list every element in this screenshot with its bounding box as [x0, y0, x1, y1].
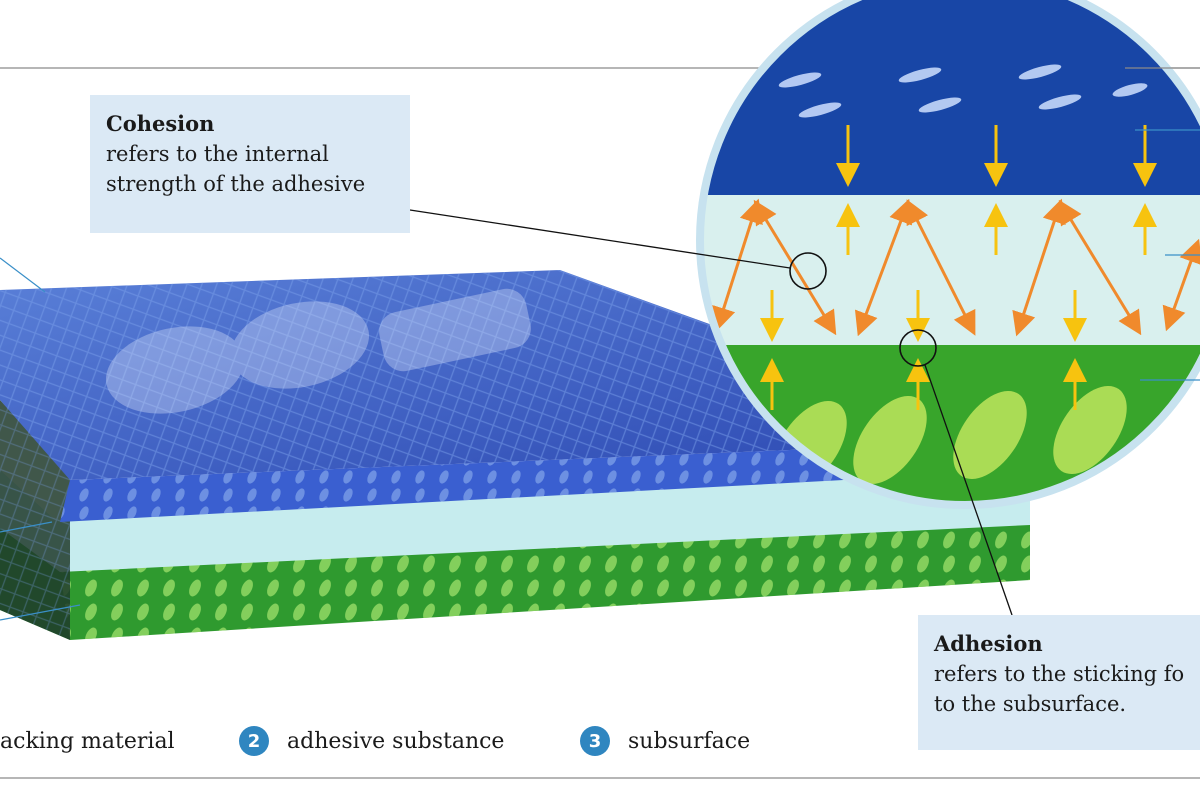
- legend-item-adhesive: 2 adhesive substance: [239, 724, 504, 758]
- adhesion-line-1: refers to the sticking fo: [934, 659, 1200, 689]
- legend-badge-2: 2: [239, 726, 269, 756]
- legend-item-subsurface: 3 subsurface: [580, 724, 750, 758]
- adhesion-line-2: to the subsurface.: [934, 689, 1200, 719]
- legend-badge-3: 3: [580, 726, 610, 756]
- legend-label-subsurface: subsurface: [628, 729, 750, 754]
- legend-label-backing: acking material: [0, 729, 175, 754]
- cohesion-title: Cohesion: [106, 109, 394, 139]
- adhesion-title: Adhesion: [934, 629, 1200, 659]
- cohesion-line-1: refers to the internal: [106, 139, 394, 169]
- cohesion-line-2: strength of the adhesive: [106, 169, 394, 199]
- legend-label-adhesive: adhesive substance: [287, 729, 504, 754]
- adhesion-callout: Adhesion refers to the sticking fo to th…: [918, 615, 1200, 750]
- cohesion-callout: Cohesion refers to the internal strength…: [90, 95, 410, 233]
- leader-line-1: [0, 258, 45, 292]
- legend-item-backing: acking material: [0, 724, 175, 758]
